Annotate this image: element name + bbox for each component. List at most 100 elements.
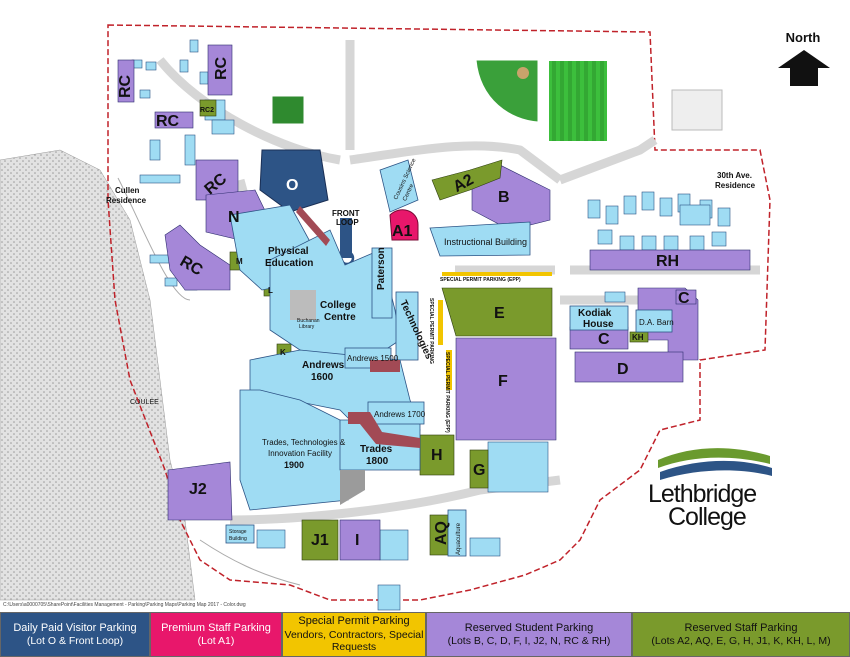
lot-label-i: I	[355, 532, 359, 549]
label-paterson: Paterson	[376, 247, 387, 290]
label-front-loop-2: LOOP	[336, 218, 359, 227]
label-andrews-2: 1600	[311, 372, 334, 383]
legend-subtitle: (Lot O & Front Loop)	[26, 634, 124, 647]
parking-legend: Daily Paid Visitor Parking(Lot O & Front…	[0, 612, 850, 657]
lot-rc-e[interactable]	[164, 224, 231, 291]
lot-j1[interactable]	[301, 519, 339, 561]
lot-rc-a[interactable]	[117, 59, 135, 103]
label-buchanan-1: Buchanan	[297, 318, 320, 324]
paterson-building[interactable]	[371, 247, 393, 319]
legend-item: Premium Staff Parking(Lot A1)	[150, 612, 282, 657]
lot-label-h: H	[431, 447, 443, 464]
lot-d[interactable]	[574, 351, 684, 383]
lot-label-j2: J2	[189, 481, 207, 498]
label-physical-2: Education	[265, 258, 313, 269]
lot-label-rc-mid: RC	[156, 113, 180, 130]
lot-label-rc-top: RC	[213, 56, 230, 80]
lot-c-top[interactable]	[675, 289, 697, 305]
lot-rh[interactable]	[589, 249, 751, 271]
residence-buildings	[131, 39, 731, 611]
lot-i[interactable]	[339, 519, 381, 561]
instructional-building[interactable]	[429, 221, 531, 257]
label-trades-2: 1800	[366, 456, 389, 467]
north-indicator: North	[774, 30, 832, 45]
open-lot	[671, 89, 723, 131]
label-ttif-1: Trades, Technologies &	[262, 438, 346, 447]
legend-subtitle: (Lots B, C, D, F, I, J2, N, RC & RH)	[447, 634, 611, 647]
label-physical-1: Physical	[268, 246, 309, 257]
label-front-loop-1: FRONT	[332, 209, 360, 218]
label-epp-vertical: SPECIAL PERMIT PARKING (EPP)	[444, 352, 450, 433]
label-instructional: Instructional Building	[444, 237, 527, 247]
lethbridge-college-logo: Lethbridge College	[648, 440, 782, 531]
label-epp-horizontal: SPECIAL PERMIT PARKING (EPP)	[440, 277, 521, 283]
label-cullen-2: Residence	[106, 196, 147, 205]
lot-e[interactable]	[441, 287, 553, 337]
label-college-2: Centre	[324, 312, 356, 323]
lot-g[interactable]	[469, 449, 489, 489]
cousins-science-building[interactable]	[379, 159, 419, 213]
lot-label-aq: AQ	[433, 521, 450, 545]
file-path-credit: C:\Users\a0000705\SharePoint\Facilities …	[3, 602, 246, 608]
label-andrews-1500: Andrews 1500	[347, 354, 399, 363]
storage-building[interactable]	[225, 524, 255, 544]
label-da-barn: D.A. Barn	[639, 318, 674, 327]
legend-item: Reserved Staff Parking(Lots A2, AQ, E, G…	[632, 612, 850, 657]
label-trades-1: Trades	[360, 444, 393, 455]
lot-label-b: B	[498, 189, 510, 206]
lot-f[interactable]	[455, 337, 557, 441]
lot-a2[interactable]	[431, 159, 503, 201]
lethbridge-swoosh-icon	[658, 448, 772, 480]
lot-label-c-left: C	[598, 331, 610, 348]
lot-rc2[interactable]	[199, 99, 217, 117]
legend-title: Premium Staff Parking	[161, 621, 271, 634]
aquaculture-building[interactable]	[447, 509, 467, 557]
label-kodiak-1: Kodiak	[578, 308, 612, 319]
baseball-field	[475, 59, 539, 123]
label-30th-2: Residence	[715, 181, 756, 190]
lot-h[interactable]	[419, 434, 455, 476]
legend-item: Daily Paid Visitor Parking(Lot O & Front…	[0, 612, 150, 657]
label-aquaculture: Aquaculture	[456, 522, 462, 555]
lot-label-j1: J1	[311, 532, 329, 549]
da-barn-building[interactable]	[635, 309, 673, 333]
legend-subtitle: (Lot A1)	[197, 634, 235, 647]
lot-rc-c[interactable]	[154, 111, 194, 129]
lot-label-d: D	[617, 361, 629, 378]
label-ttif-2: Innovation Facility	[268, 449, 332, 458]
legend-title: Daily Paid Visitor Parking	[13, 621, 137, 634]
lot-label-c-right: C	[678, 290, 690, 307]
lot-label-rc2: RC2	[200, 107, 214, 114]
soccer-field	[547, 59, 609, 143]
legend-item: Reserved Student Parking(Lots B, C, D, F…	[426, 612, 632, 657]
lot-label-g: G	[473, 462, 485, 479]
lot-label-kh: KH	[632, 333, 644, 342]
campus-boundary	[107, 24, 771, 601]
label-30th-1: 30th Ave.	[717, 171, 752, 180]
north-label: North	[785, 30, 821, 45]
lot-label-rc-left: RC	[117, 74, 134, 98]
label-cullen-1: Cullen	[115, 186, 140, 195]
lot-label-f: F	[498, 373, 508, 390]
lot-label-rh: RH	[656, 253, 679, 270]
coulee-label: COULEE	[130, 399, 159, 406]
lot-rc-b[interactable]	[207, 44, 233, 96]
technologies-building[interactable]	[395, 291, 419, 361]
logo-line-1: Lethbridge	[648, 480, 757, 508]
kodiak-house-building[interactable]	[569, 305, 629, 331]
label-ttif-3: 1900	[284, 460, 304, 470]
label-buchanan-2: Library	[299, 324, 315, 330]
campus-map: COULEE	[0, 24, 830, 611]
label-andrews-1700: Andrews 1700	[374, 410, 426, 419]
label-storage-1: Storage	[229, 529, 247, 535]
lot-o[interactable]	[259, 149, 329, 213]
lot-a1[interactable]	[389, 209, 419, 241]
lot-j2[interactable]	[167, 461, 233, 521]
lot-label-e: E	[494, 305, 505, 322]
lot-label-a1: A1	[392, 223, 413, 240]
college-buildings	[225, 159, 673, 557]
legend-subtitle: (Lots A2, AQ, E, G, H, J1, K, KH, L, M)	[651, 634, 831, 647]
label-college-1: College	[320, 300, 357, 311]
tennis-courts	[271, 95, 305, 125]
